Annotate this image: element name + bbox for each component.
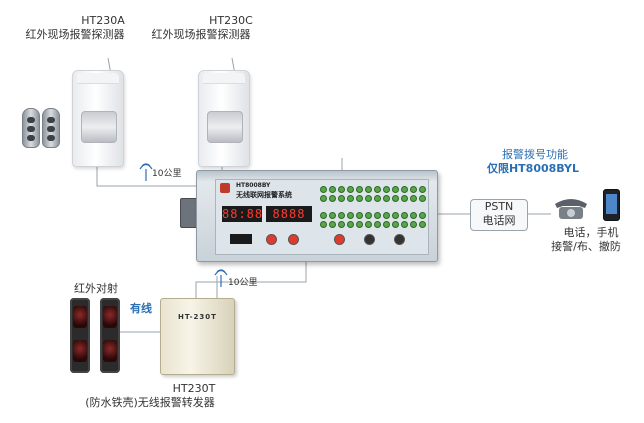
panel-face: HT8008BY 无线联网报警系统 88:88 8888 xyxy=(215,179,429,255)
wired-label: 有线 xyxy=(130,302,152,315)
ht230c-desc-label: 红外现场报警探测器 xyxy=(151,28,251,41)
display-right: 8888 xyxy=(266,206,312,222)
detector-cap xyxy=(77,73,119,84)
infrared-beam-emitter xyxy=(70,298,90,373)
remote-control-icon xyxy=(22,108,40,148)
panel-button-red-1[interactable] xyxy=(266,234,277,245)
remote-control-icon xyxy=(42,108,60,148)
wire-ht230a-panel xyxy=(96,160,196,187)
ht230a-model-label: HT230A xyxy=(81,14,125,27)
wireless-range-mid: 10公里 xyxy=(228,278,258,288)
brand-logo xyxy=(220,183,230,193)
wire-panel-ht230t xyxy=(195,260,307,298)
ht230t-desc-label: (防水铁壳)无线报警转发器 xyxy=(85,396,215,409)
detector-cap xyxy=(203,73,245,84)
mobile-phone-icon xyxy=(603,189,620,221)
pstn-line-2: 电话网 xyxy=(482,214,516,227)
ht230c-model-label: HT230C xyxy=(209,14,253,27)
control-panel-unit: HT8008BY 无线联网报警系统 88:88 8888 xyxy=(196,170,438,262)
ht230t-repeater: HT-230T xyxy=(160,298,235,375)
panel-button-red-3[interactable] xyxy=(334,234,345,245)
zone-led-grid-top xyxy=(320,186,426,202)
panel-model-label: HT8008BY xyxy=(236,182,271,189)
panel-button-black-1[interactable] xyxy=(364,234,375,245)
wireless-range-top: 10公里 xyxy=(152,169,182,179)
display-small xyxy=(230,234,252,244)
pstn-line-1: PSTN xyxy=(484,200,514,213)
box-plate-label: HT-230T xyxy=(178,313,217,321)
panel-title-label: 无线联网报警系统 xyxy=(236,191,292,199)
display-left: 88:88 xyxy=(222,206,264,222)
detector-lens xyxy=(207,111,243,143)
ht230a-detector xyxy=(72,70,124,167)
pstn-network-box: PSTN 电话网 xyxy=(470,199,528,231)
infrared-beam-label: 红外对射 xyxy=(74,282,118,295)
panel-button-black-2[interactable] xyxy=(394,234,405,245)
detector-lens xyxy=(81,111,117,143)
infrared-beam-receiver xyxy=(100,298,120,373)
antenna-icon xyxy=(139,163,153,181)
ht230c-detector xyxy=(198,70,250,167)
zone-led-grid-bottom xyxy=(320,212,426,228)
panel-button-red-2[interactable] xyxy=(288,234,299,245)
telephone-icon xyxy=(555,199,587,219)
mobile-screen xyxy=(606,194,617,214)
phone-label-1: 电话，手机 xyxy=(563,226,619,239)
ht230a-desc-label: 红外现场报警探测器 xyxy=(25,28,125,41)
dialing-title: 报警拨号功能 xyxy=(502,148,568,161)
dialing-model: 仅限HT8008BYL xyxy=(486,162,580,175)
phone-label-2: 接警/布、撤防 xyxy=(551,240,621,253)
antenna-icon xyxy=(214,269,228,287)
ht230t-model-label: HT230T xyxy=(172,382,216,395)
